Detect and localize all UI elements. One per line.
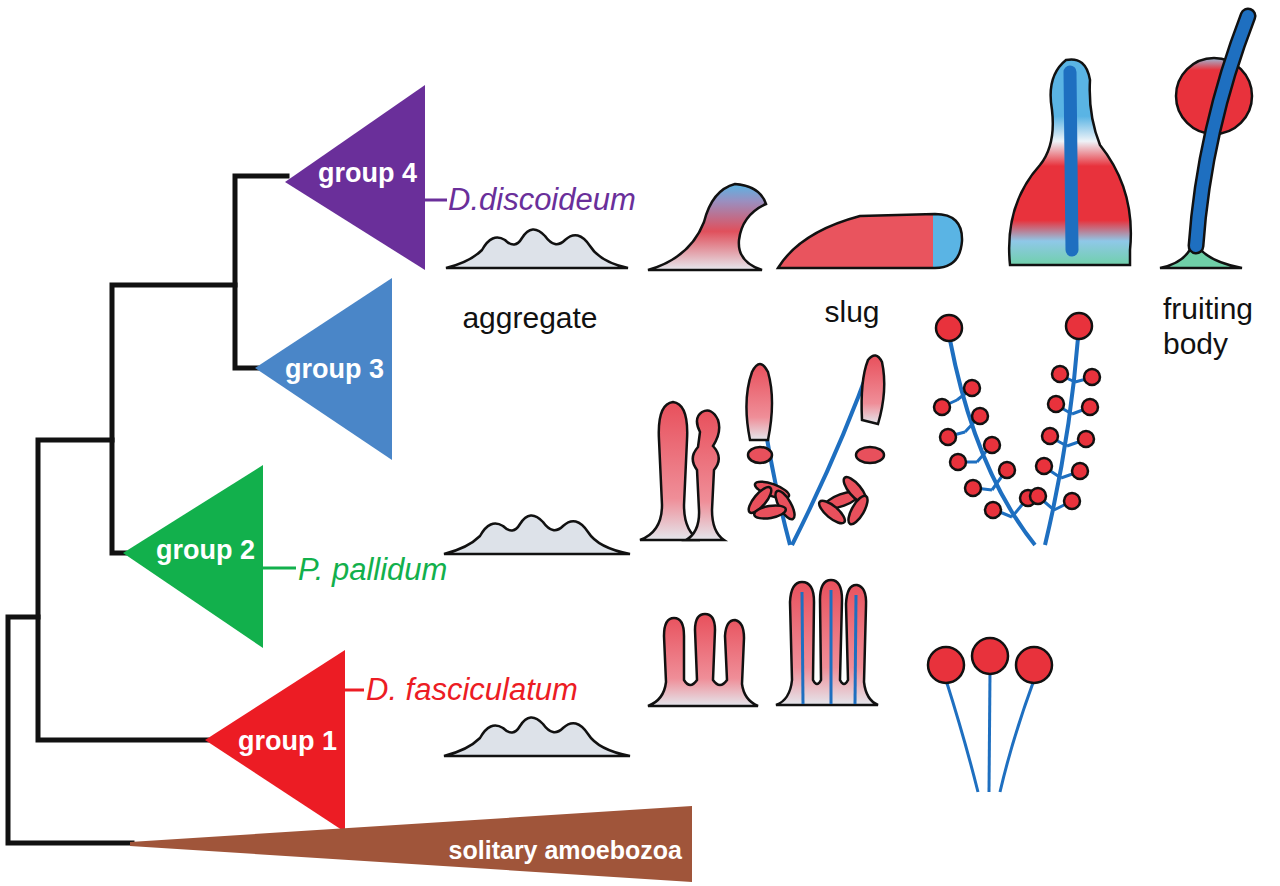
stage-label: aggregate	[462, 301, 597, 336]
triangle-fill	[130, 806, 692, 882]
clade-name: solitary amoebozoa	[449, 836, 682, 865]
species-name: P. pallidum	[298, 552, 447, 588]
clade-name: group 3	[285, 354, 384, 385]
triangle-fill	[205, 650, 345, 832]
dictyostelium-stages	[648, 16, 1252, 270]
leader-line	[425, 199, 447, 202]
dictyostelium-fasciculatum-stages	[648, 580, 1052, 792]
clade-triangle: solitary amoebozoa	[130, 806, 692, 882]
species-name: D.discoideum	[448, 182, 636, 218]
triangle-fill	[123, 465, 263, 648]
clade-triangle: group 3	[255, 278, 392, 460]
stage-label: slug	[824, 295, 879, 330]
clade-name: group 1	[238, 726, 337, 757]
triangle-fill	[285, 85, 425, 270]
species-name: D. fasciculatum	[366, 672, 578, 708]
leader-line	[263, 567, 296, 570]
stage-label: fruiting body	[1163, 292, 1278, 361]
polysphondylium-stages	[640, 313, 1100, 545]
triangle-fill	[255, 278, 392, 460]
leader-line	[345, 689, 364, 692]
clade-triangle: group 2	[123, 465, 263, 648]
clade-triangle: group 4	[285, 85, 425, 270]
clade-name: group 4	[318, 158, 417, 189]
clade-name: group 2	[156, 535, 255, 566]
clade-triangle: group 1	[205, 650, 345, 832]
